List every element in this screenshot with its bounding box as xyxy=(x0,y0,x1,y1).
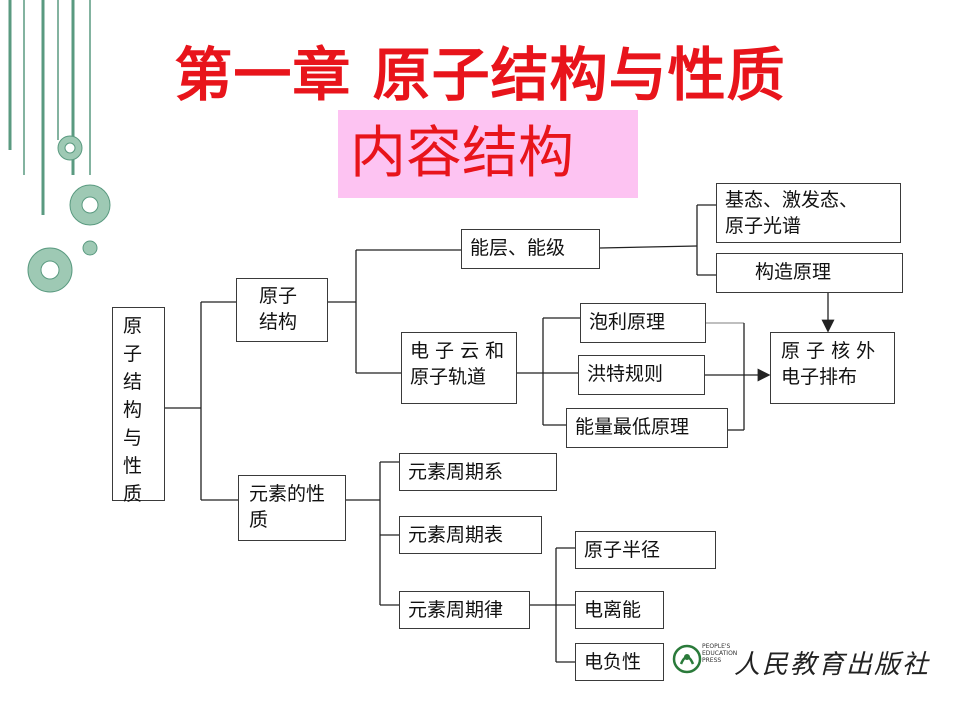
node-energy-level: 能层、能级 xyxy=(461,229,600,269)
node-periodic-law: 元素周期律 xyxy=(399,591,530,629)
node-atomic-radius: 原子半径 xyxy=(575,531,716,569)
node-ground-excited-state: 基态、激发态、 原子光谱 xyxy=(716,183,901,243)
page-title: 第一章 原子结构与性质 xyxy=(174,41,786,109)
node-pauli-principle: 泡利原理 xyxy=(580,303,706,343)
node-aufbau-principle: 构造原理 xyxy=(716,253,903,293)
node-periodic-table: 元素周期表 xyxy=(399,516,542,554)
publisher-logo: PEOPLE'S EDUCATION PRESS 人民教育出版社 xyxy=(672,640,928,680)
node-hund-rule: 洪特规则 xyxy=(578,355,705,395)
node-ionization-energy: 电离能 xyxy=(575,591,664,629)
node-root: 原子 结构 与 性质 xyxy=(112,307,165,505)
node-electron-cloud: 电 子 云 和 原子轨道 xyxy=(401,332,517,404)
node-element-properties: 元素的性 质 xyxy=(238,475,346,541)
flower-ornament-icon xyxy=(27,135,111,293)
node-atomic-structure: 原子 结构 xyxy=(236,278,328,342)
publisher-english-name: PEOPLE'S EDUCATION PRESS xyxy=(702,643,738,664)
subtitle-banner: 内容结构 xyxy=(338,110,638,198)
node-periodic-system: 元素周期系 xyxy=(399,453,557,491)
publisher-name: 人民教育出版社 xyxy=(734,650,931,680)
node-lowest-energy-principle: 能量最低原理 xyxy=(566,408,728,448)
publisher-emblem-icon xyxy=(672,644,702,674)
node-electron-configuration: 原 子 核 外 电子排布 xyxy=(770,332,895,404)
node-electronegativity: 电负性 xyxy=(575,643,664,681)
